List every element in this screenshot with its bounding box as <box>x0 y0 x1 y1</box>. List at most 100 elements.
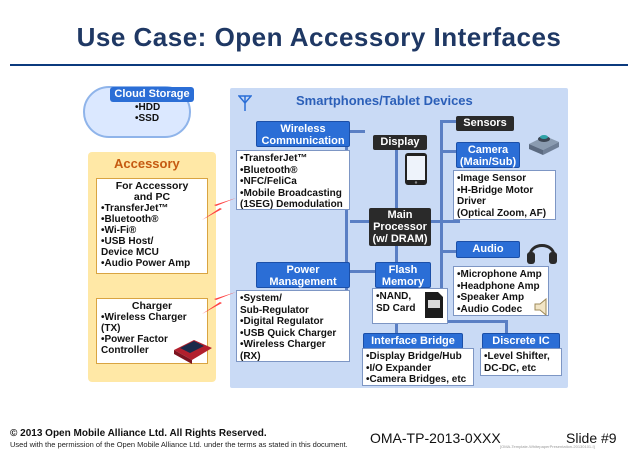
interface-bridge-title: Interface Bridge <box>363 333 463 349</box>
camera-box: •Image Sensor •H-Bridge Motor Driver (Op… <box>453 170 556 220</box>
footer-permission: Used with the permission of the Open Mob… <box>10 440 348 449</box>
footer-copyright: © 2013 Open Mobile Alliance Ltd. All Rig… <box>10 428 267 439</box>
list-item: (TX) <box>101 323 121 334</box>
list-item: •USB Quick Charger <box>240 327 337 339</box>
list-item: •Bluetooth® <box>240 164 298 176</box>
list-item: •Audio Power Amp <box>101 258 191 269</box>
accessory-title: Accessory <box>114 156 180 171</box>
list-item: •Audio Codec <box>457 303 523 315</box>
camera-title-line: Camera <box>467 144 509 156</box>
list-item: •Bluetooth® <box>101 214 159 225</box>
wireless-charger-pad-icon <box>174 340 212 364</box>
connector <box>395 245 398 265</box>
list-item: SD Card <box>376 302 416 314</box>
document-id: OMA-TP-2013-0XXX <box>370 430 501 446</box>
template-note: [OMA-Template-WhitepaperPresentation-201… <box>500 444 595 449</box>
main-processor-line: Main <box>387 209 413 221</box>
display-title: Display <box>373 135 427 150</box>
slide-number: Slide #9 <box>566 430 617 446</box>
list-item: •Digital Regulator <box>240 316 324 327</box>
camera-title-line: (Main/Sub) <box>459 156 517 168</box>
discrete-ic-title: Discrete IC <box>482 333 560 349</box>
wireless-communication-box: •TransferJet™ •Bluetooth® •NFC/FeliCa •M… <box>236 150 350 210</box>
camera-module-icon <box>529 135 559 155</box>
list-item: •System/ <box>240 293 282 304</box>
connector <box>345 130 365 133</box>
list-item: •Wireless Charger <box>101 312 187 323</box>
connector <box>345 130 348 310</box>
list-item: •TransferJet™ <box>101 203 169 214</box>
audio-box: •Microphone Amp •Headphone Amp •Speaker … <box>453 266 549 316</box>
connector <box>505 320 508 335</box>
audio-title: Audio <box>456 241 520 258</box>
list-item: (Optical Zoom, AF) <box>457 207 547 219</box>
list-item: •TransferJet™ <box>240 153 308 164</box>
wireless-title-line: Wireless <box>280 123 326 135</box>
interface-bridge-box: •Display Bridge/Hub •I/O Expander •Camer… <box>362 348 474 386</box>
connector <box>430 220 460 223</box>
list-item: •NAND, <box>376 291 412 302</box>
discrete-ic-box: •Level Shifter, DC-DC, etc <box>480 348 562 376</box>
for-accessory-heading: For Accessory <box>115 180 189 192</box>
list-item: •USB Host/ <box>101 236 154 247</box>
connector <box>440 150 456 153</box>
antenna-icon <box>238 95 252 111</box>
cloud-item: •HDD <box>135 102 161 113</box>
connector <box>345 270 375 273</box>
lightning-bolt-icon <box>202 198 236 220</box>
lightning-bolt-icon <box>202 292 236 314</box>
cloud-storage-title: Cloud Storage <box>110 87 194 102</box>
list-item: •I/O Expander <box>366 362 432 374</box>
list-item: •Speaker Amp <box>457 292 525 303</box>
list-item: Sub-Regulator <box>240 304 309 316</box>
list-item: •Power Factor <box>101 334 168 345</box>
wireless-communication-title: Wireless Communication <box>256 121 350 147</box>
for-accessory-box: For Accessory and PC •TransferJet™ •Blue… <box>96 178 208 274</box>
list-item: (1SEG) Demodulation <box>240 199 343 210</box>
main-processor-line: Processor <box>373 221 427 233</box>
connector <box>395 320 505 323</box>
main-processor: Main Processor (w/ DRAM) <box>369 208 431 246</box>
slide-title: Use Case: Open Accessory Interfaces <box>76 22 562 52</box>
cloud-item: •SSD <box>135 113 160 124</box>
list-item: •NFC/FeliCa <box>240 176 297 187</box>
sd-card-icon <box>425 292 443 318</box>
camera-title: Camera (Main/Sub) <box>456 142 520 168</box>
power-title-line: Management <box>269 276 337 288</box>
headphones-icon <box>527 244 557 264</box>
list-item: •Microphone Amp <box>457 269 542 280</box>
list-item: •H-Bridge Motor <box>457 184 534 196</box>
list-item: •Level Shifter, <box>484 351 550 362</box>
list-item: Controller <box>101 345 149 356</box>
title-divider <box>10 64 628 66</box>
charger-heading: Charger <box>131 300 173 312</box>
speaker-icon <box>534 297 547 317</box>
connector <box>350 220 380 223</box>
list-item: •Display Bridge/Hub <box>366 351 462 362</box>
list-item: •Image Sensor <box>457 173 527 184</box>
flash-title-line: Flash <box>388 264 418 276</box>
list-item: •Mobile Broadcasting <box>240 187 342 199</box>
power-management-box: •System/ Sub-Regulator •Digital Regulato… <box>236 290 350 362</box>
list-item: •Camera Bridges, etc <box>366 374 467 385</box>
sensors-title: Sensors <box>456 116 514 131</box>
list-item: •Headphone Amp <box>457 280 540 292</box>
power-management-title: Power Management <box>256 262 350 288</box>
connector <box>440 250 456 253</box>
list-item: Device MCU <box>101 247 159 258</box>
main-processor-line: (w/ DRAM) <box>372 233 428 245</box>
list-item: •Wi-Fi® <box>101 225 137 236</box>
cloud-storage-items: •HDD •SSD <box>135 102 160 124</box>
list-item: Driver <box>457 196 486 207</box>
list-item: •Wireless Charger <box>240 339 326 350</box>
list-item: (RX) <box>240 350 261 362</box>
flash-title-line: Memory <box>381 276 425 288</box>
list-item: DC-DC, etc <box>484 362 537 374</box>
connector <box>395 150 398 210</box>
smartphone-icon <box>405 153 427 185</box>
devices-title: Smartphones/Tablet Devices <box>296 93 473 108</box>
connector <box>440 120 456 123</box>
charger-box: Charger •Wireless Charger (TX) •Power Fa… <box>96 298 208 364</box>
for-accessory-heading: and PC <box>133 191 171 203</box>
